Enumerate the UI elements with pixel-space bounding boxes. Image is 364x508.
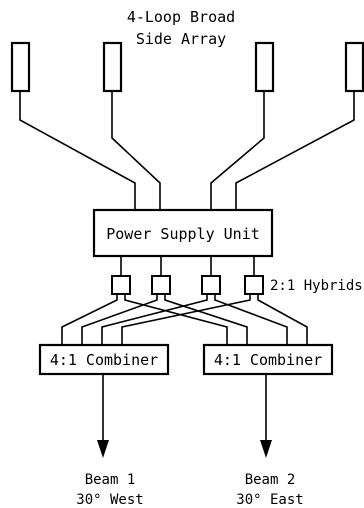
beam-2-name: Beam 2 — [245, 472, 296, 488]
beam-2-arrowhead-icon — [260, 440, 272, 458]
hybrid-box-1 — [111, 275, 131, 295]
beam-2-direction: 30° East — [236, 492, 303, 508]
hybrid-cross-network — [61, 294, 308, 345]
feed-line-4 — [235, 91, 355, 210]
beam-1-direction: 30° West — [76, 492, 143, 508]
antenna-loop-4 — [344, 41, 364, 93]
hybrid-box-2 — [151, 275, 171, 295]
power-supply-unit-label: Power Supply Unit — [106, 225, 260, 243]
diagram-title-line1: 4-Loop Broad — [127, 8, 235, 26]
feed-line-2 — [111, 91, 161, 210]
hybrid-box-3 — [201, 275, 221, 295]
antenna-loop-2 — [102, 41, 123, 93]
combiner-box-1 — [38, 343, 170, 376]
combiner-label-2: 4:1 Combiner — [214, 351, 322, 369]
antenna-loop-1 — [10, 41, 31, 93]
beam-1-arrowhead-icon — [97, 440, 109, 458]
hybrid-box-4 — [244, 275, 264, 295]
antenna-loop-3 — [254, 41, 275, 93]
power-supply-unit-box — [92, 208, 274, 258]
combiner-label-1: 4:1 Combiner — [50, 351, 158, 369]
hybrids-label: 2:1 Hybrids — [270, 278, 363, 294]
feed-line-3 — [210, 91, 265, 210]
beam-1-name: Beam 1 — [85, 472, 136, 488]
diagram-title-line2: Side Array — [136, 30, 226, 48]
feed-line-1 — [19, 91, 136, 210]
combiner-box-2 — [202, 343, 334, 376]
